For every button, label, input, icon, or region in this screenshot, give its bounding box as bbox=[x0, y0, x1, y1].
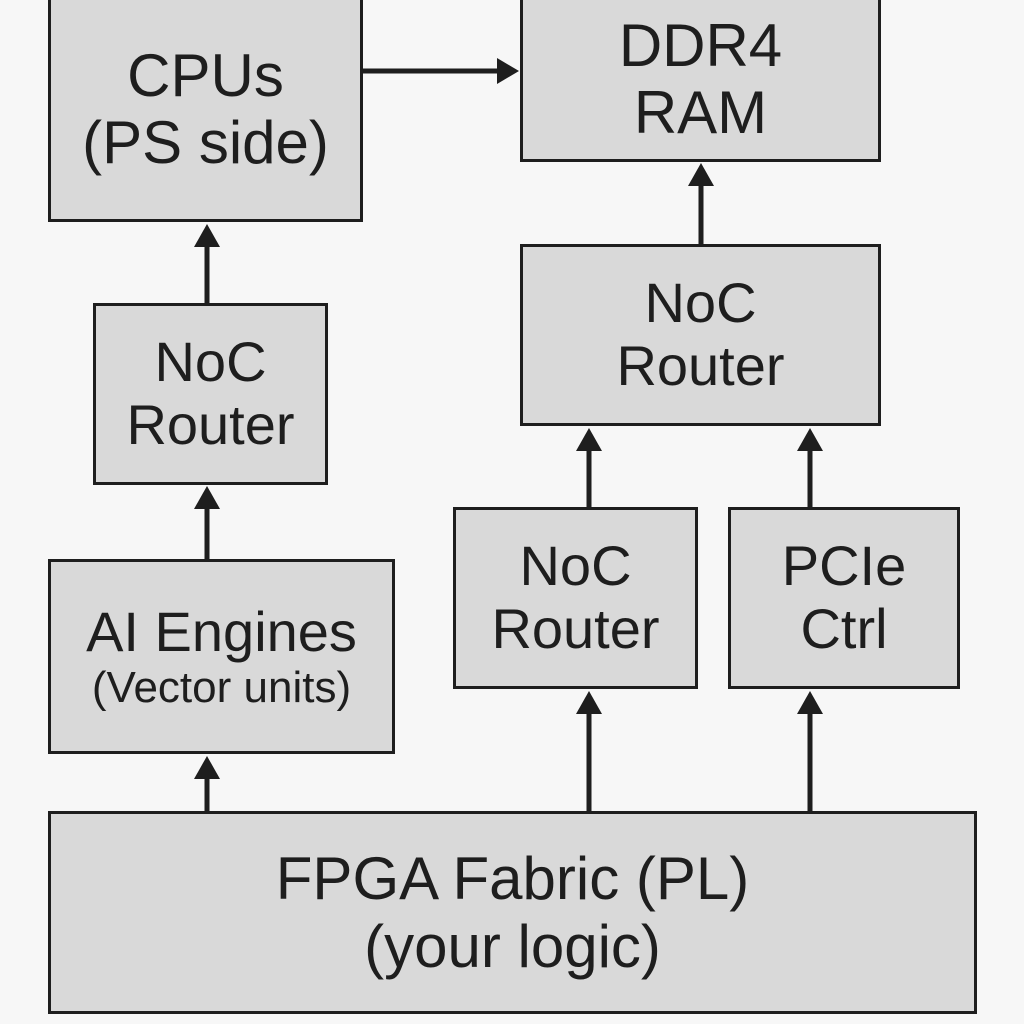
fpga-fabric-title: FPGA Fabric (PL) bbox=[275, 845, 750, 913]
arrowhead-ai-to-noc-left bbox=[194, 486, 220, 509]
arrowhead-cpus-to-ddr4 bbox=[497, 58, 519, 84]
pcie-ctrl-subtitle: Ctrl bbox=[800, 597, 888, 660]
cpus-title: CPUs bbox=[127, 41, 284, 109]
cpus-block: CPUs (PS side) bbox=[48, 0, 363, 222]
noc-router-middle-block: NoC Router bbox=[453, 507, 698, 689]
pcie-ctrl-title: PCIe bbox=[781, 534, 907, 598]
noc-router-middle-title: NoC bbox=[519, 534, 632, 598]
ddr4-ram-block: DDR4 RAM bbox=[520, 0, 881, 162]
ai-engines-subtitle: (Vector units) bbox=[91, 663, 352, 713]
noc-router-middle-subtitle: Router bbox=[491, 597, 660, 660]
fpga-fabric-subtitle: (your logic) bbox=[364, 912, 661, 980]
noc-router-left-block: NoC Router bbox=[93, 303, 328, 485]
noc-router-right-subtitle: Router bbox=[616, 334, 785, 397]
noc-router-right-block: NoC Router bbox=[520, 244, 881, 426]
arrowhead-noc-right-to-ddr4 bbox=[688, 163, 714, 186]
arrowhead-fpga-to-noc-middle bbox=[576, 691, 602, 714]
arrowhead-noc-left-to-cpus bbox=[194, 224, 220, 247]
arrowhead-fpga-to-pcie bbox=[797, 691, 823, 714]
noc-router-right-title: NoC bbox=[644, 271, 757, 335]
pcie-ctrl-block: PCIe Ctrl bbox=[728, 507, 960, 689]
arrowhead-fpga-to-ai bbox=[194, 756, 220, 779]
ddr4-ram-title: DDR4 bbox=[618, 11, 783, 79]
fpga-fabric-block: FPGA Fabric (PL) (your logic) bbox=[48, 811, 977, 1014]
arrowhead-pcie-to-noc-right bbox=[797, 428, 823, 451]
ai-engines-block: AI Engines (Vector units) bbox=[48, 559, 395, 754]
noc-router-left-title: NoC bbox=[154, 330, 267, 394]
ai-engines-title: AI Engines bbox=[86, 599, 357, 663]
arrowhead-noc-middle-to-noc-right bbox=[576, 428, 602, 451]
ddr4-ram-subtitle: RAM bbox=[633, 79, 768, 146]
noc-router-left-subtitle: Router bbox=[126, 393, 295, 456]
cpus-subtitle: (PS side) bbox=[82, 109, 329, 176]
